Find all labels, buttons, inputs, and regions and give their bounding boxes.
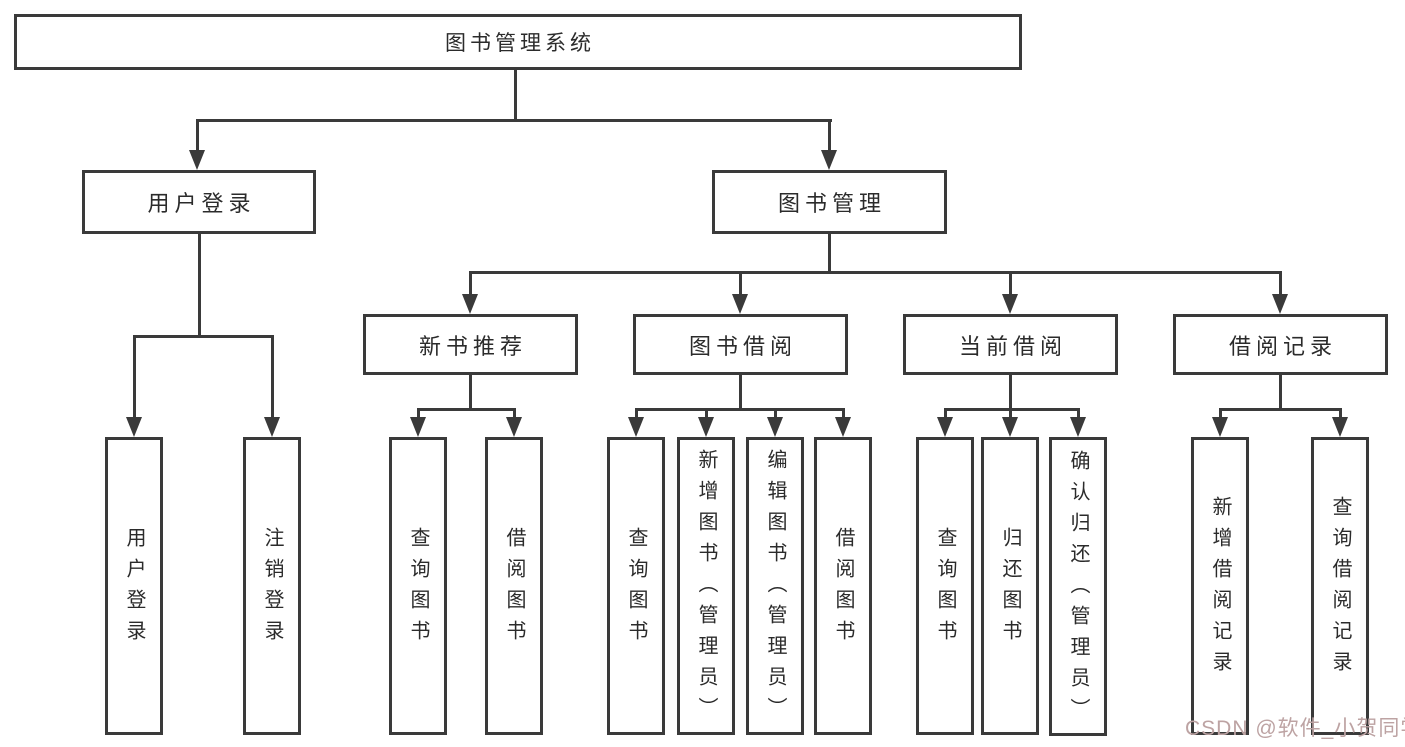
leaf-add-books-admin: 新增图书（管理员） — [677, 437, 735, 735]
connector-vline — [513, 408, 516, 419]
node-book-borrowing: 图书借阅 — [633, 314, 848, 375]
leaf-query-borrow-record-label: 查询借阅记录 — [1329, 495, 1351, 682]
leaf-query-books-current: 查询图书 — [916, 437, 974, 735]
node-book-management-label: 图书管理 — [777, 191, 886, 216]
connector-vline — [196, 119, 199, 152]
connector-vline — [1279, 375, 1282, 408]
connector-vline — [739, 375, 742, 408]
connector-hline — [417, 408, 516, 411]
leaf-edit-books-admin: 编辑图书（管理员） — [746, 437, 804, 735]
leaf-add-borrow-record-label: 新增借阅记录 — [1209, 495, 1231, 682]
connector-vline — [469, 375, 472, 408]
connector-vline — [1279, 271, 1282, 296]
connector-vline — [271, 335, 274, 419]
node-library-system-label: 图书管理系统 — [445, 32, 595, 55]
connector-vline — [1077, 408, 1080, 419]
connector-arrow-down-icon — [937, 417, 953, 437]
leaf-borrow-books-recommend-label: 借阅图书 — [503, 526, 525, 651]
node-user-login-label: 用户登录 — [147, 191, 256, 216]
connector-vline — [133, 335, 136, 419]
connector-vline — [705, 408, 708, 419]
node-current-borrowing-label: 当前借阅 — [958, 333, 1067, 359]
connector-hline — [635, 408, 845, 411]
leaf-query-books-current-label: 查询图书 — [934, 526, 956, 651]
connector-arrow-down-icon — [1212, 417, 1228, 437]
connector-hline — [196, 119, 832, 122]
connector-arrow-down-icon — [126, 417, 142, 437]
leaf-query-books-borrowing: 查询图书 — [607, 437, 665, 735]
connector-vline — [828, 119, 831, 152]
node-user-login: 用户登录 — [82, 170, 316, 234]
node-borrowing-records-label: 借阅记录 — [1228, 333, 1337, 359]
connector-vline — [842, 408, 845, 419]
connector-arrow-down-icon — [506, 417, 522, 437]
node-book-management: 图书管理 — [712, 170, 947, 234]
leaf-query-borrow-record: 查询借阅记录 — [1311, 437, 1369, 735]
connector-vline — [1009, 408, 1012, 419]
connector-arrow-down-icon — [835, 417, 851, 437]
leaf-confirm-return-admin-label: 确认归还（管理员） — [1067, 449, 1089, 729]
leaf-edit-books-admin-label: 编辑图书（管理员） — [764, 449, 786, 728]
leaf-logout-login-label: 注销登录 — [261, 526, 283, 651]
leaf-user-login-label: 用户登录 — [123, 526, 145, 651]
connector-arrow-down-icon — [189, 150, 205, 170]
connector-arrow-down-icon — [767, 417, 783, 437]
connector-arrow-down-icon — [821, 150, 837, 170]
node-library-system: 图书管理系统 — [14, 14, 1022, 70]
connector-vline — [514, 70, 517, 120]
connector-hline — [133, 335, 274, 338]
node-new-book-recommendation: 新书推荐 — [363, 314, 578, 375]
connector-arrow-down-icon — [1272, 294, 1288, 314]
connector-vline — [1009, 375, 1012, 408]
leaf-query-books-recommend-label: 查询图书 — [407, 526, 429, 651]
connector-arrow-down-icon — [462, 294, 478, 314]
watermark: CSDN @软件_小贺同学 — [1185, 712, 1405, 742]
connector-arrow-down-icon — [264, 417, 280, 437]
leaf-add-books-admin-label: 新增图书（管理员） — [695, 449, 717, 728]
node-new-book-recommendation-label: 新书推荐 — [418, 333, 527, 359]
connector-vline — [635, 408, 638, 419]
connector-hline — [1219, 408, 1342, 411]
connector-hline — [469, 271, 1282, 274]
leaf-confirm-return-admin: 确认归还（管理员） — [1049, 437, 1107, 736]
leaf-borrow-books-recommend: 借阅图书 — [485, 437, 543, 735]
leaf-logout-login: 注销登录 — [243, 437, 301, 735]
connector-vline — [739, 271, 742, 296]
connector-arrow-down-icon — [698, 417, 714, 437]
connector-vline — [1339, 408, 1342, 419]
leaf-query-books-recommend: 查询图书 — [389, 437, 447, 735]
connector-arrow-down-icon — [1070, 417, 1086, 437]
connector-vline — [1009, 271, 1012, 296]
leaf-user-login: 用户登录 — [105, 437, 163, 735]
connector-vline — [944, 408, 947, 419]
connector-arrow-down-icon — [732, 294, 748, 314]
connector-vline — [1219, 408, 1222, 419]
connector-arrow-down-icon — [1002, 417, 1018, 437]
connector-arrow-down-icon — [628, 417, 644, 437]
connector-arrow-down-icon — [1002, 294, 1018, 314]
node-borrowing-records: 借阅记录 — [1173, 314, 1388, 375]
node-book-borrowing-label: 图书借阅 — [688, 333, 797, 359]
leaf-query-books-borrowing-label: 查询图书 — [625, 526, 647, 651]
connector-arrow-down-icon — [1332, 417, 1348, 437]
leaf-return-books-label: 归还图书 — [999, 526, 1021, 651]
leaf-borrow-books-borrowing: 借阅图书 — [814, 437, 872, 735]
connector-hline — [944, 408, 1080, 411]
connector-vline — [417, 408, 420, 419]
connector-vline — [469, 271, 472, 296]
connector-arrow-down-icon — [410, 417, 426, 437]
connector-vline — [828, 234, 831, 271]
node-current-borrowing: 当前借阅 — [903, 314, 1118, 375]
leaf-borrow-books-borrowing-label: 借阅图书 — [832, 526, 854, 651]
leaf-add-borrow-record: 新增借阅记录 — [1191, 437, 1249, 735]
connector-vline — [774, 408, 777, 419]
leaf-return-books: 归还图书 — [981, 437, 1039, 735]
connector-vline — [198, 234, 201, 335]
watermark-text: CSDN @软件_小贺同学 — [1185, 717, 1405, 740]
